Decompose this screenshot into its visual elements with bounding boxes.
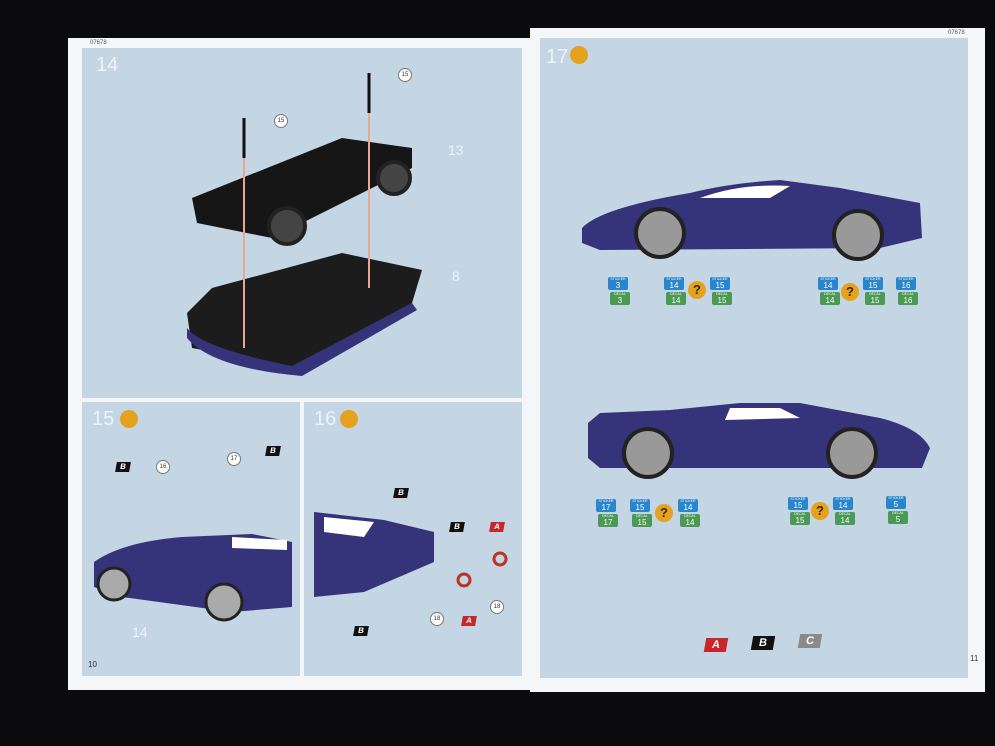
part-label: 13: [448, 142, 464, 158]
part-label: 14: [132, 624, 148, 640]
callout: 15: [398, 68, 412, 82]
body-shell-blue: [187, 303, 417, 376]
callout: 15: [274, 114, 288, 128]
body-shell: [187, 253, 422, 368]
step-number: 14: [96, 54, 119, 76]
question-badge: ?: [655, 504, 673, 522]
flag-a: A: [489, 522, 505, 532]
callout: 17: [227, 452, 241, 466]
callout: 18: [490, 600, 504, 614]
flag-a: A: [461, 616, 477, 626]
legend-flag-b: B: [750, 636, 776, 650]
wheel: [376, 160, 412, 196]
catalog-code: 07678: [948, 30, 965, 36]
step-number: 15: [92, 408, 115, 430]
paint-brush-icon: [340, 410, 358, 428]
chassis-illustration: [187, 73, 422, 376]
flag-b: B: [265, 446, 281, 456]
step-17-panel: 17: [540, 38, 968, 678]
question-badge: ?: [688, 281, 706, 299]
callout: 18: [430, 612, 444, 626]
rear-detail-illustration: [314, 512, 508, 597]
legend-flag-c: C: [797, 634, 823, 648]
step-number: 16: [314, 408, 337, 430]
question-badge: ?: [811, 502, 829, 520]
paint-brush-icon: [120, 410, 138, 428]
wheel: [267, 206, 307, 246]
page-number: 11: [970, 654, 979, 663]
step-15-panel: 15 B B 16 17 14: [82, 402, 300, 676]
flag-b: B: [393, 488, 409, 498]
part-label: 8: [452, 268, 460, 284]
flag-b: B: [353, 626, 369, 636]
callout: 16: [156, 460, 170, 474]
cars-illustration: [582, 180, 930, 479]
flag-b: B: [449, 522, 465, 532]
flag-b: B: [115, 462, 131, 472]
question-badge: ?: [841, 283, 859, 301]
step-16-panel: 16 B B A A B 18 18: [304, 402, 522, 676]
step-number: 17: [546, 46, 569, 68]
page-number: 10: [88, 660, 97, 669]
catalog-code: 07678: [90, 40, 107, 46]
sticker-icon: [570, 46, 588, 64]
legend-flag-a: A: [703, 638, 729, 652]
chassis-part: [192, 138, 412, 238]
car-illustration: [94, 534, 292, 622]
step-14-panel: 14 15 15 13 8: [82, 48, 522, 398]
